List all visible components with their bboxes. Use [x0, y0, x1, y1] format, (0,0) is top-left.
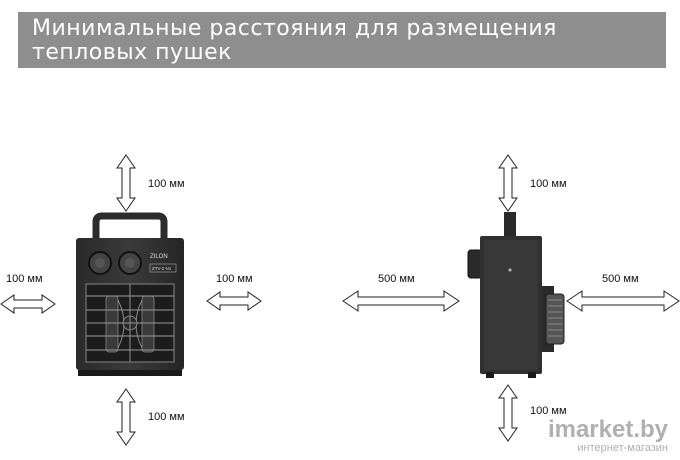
- side-right-arrow: [566, 290, 680, 312]
- side-top-clearance-label: 100 мм: [530, 178, 567, 190]
- heater-brand-label: ZILON: [150, 254, 168, 260]
- front-top-clearance-label: 100 мм: [148, 178, 185, 190]
- front-bottom-clearance-label: 100 мм: [148, 411, 185, 423]
- motor-housing-icon: [545, 293, 565, 345]
- front-left-arrow: [0, 294, 56, 314]
- side-bottom-clearance-label: 100 мм: [530, 405, 567, 417]
- watermark-logo: imarket.by: [547, 416, 668, 443]
- front-bottom-arrow: [116, 388, 136, 446]
- heater-model-label: ZTV-2 N1: [152, 266, 172, 271]
- heater-side-illustration: [467, 212, 565, 378]
- heater-front-illustration: ZILON ZTV-2 N1: [76, 212, 184, 376]
- side-left-clearance-label: 500 мм: [378, 273, 415, 285]
- title-line-2: тепловых пушек: [32, 40, 232, 65]
- front-left-clearance-label: 100 мм: [6, 273, 43, 285]
- title-line-1: Минимальные расстояния для размещения: [32, 16, 557, 41]
- front-right-clearance-label: 100 мм: [216, 273, 253, 285]
- side-bottom-arrow: [498, 384, 518, 442]
- watermark-subtitle: интернет-магазин: [577, 442, 668, 454]
- watermark: imarket.by интернет-магазин: [547, 416, 668, 455]
- side-left-arrow: [342, 290, 460, 312]
- front-right-arrow: [206, 291, 262, 311]
- side-knob-icon: [467, 249, 483, 279]
- side-top-arrow: [498, 154, 518, 212]
- side-right-clearance-label: 500 мм: [602, 273, 639, 285]
- front-top-arrow: [116, 154, 136, 212]
- title-banner: Минимальные расстояния для размещения те…: [18, 12, 666, 68]
